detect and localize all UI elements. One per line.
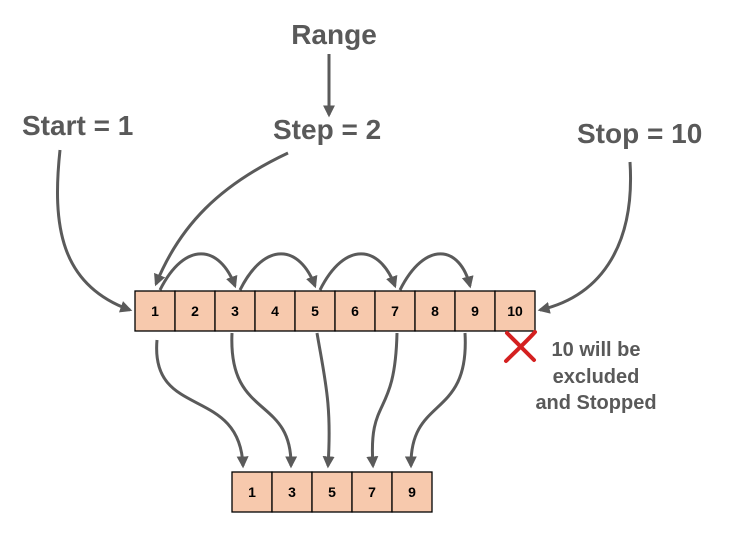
svg-text:1: 1 (151, 303, 159, 319)
svg-text:3: 3 (231, 303, 239, 319)
start-arrow (55, 149, 133, 313)
sequence-cell: 3 (214, 290, 256, 332)
step-arrow (154, 151, 289, 287)
result-arrow-1 (155, 339, 249, 469)
svg-text:10: 10 (507, 303, 523, 319)
result-arrow-5 (315, 332, 335, 469)
result-cell: 1 (231, 471, 273, 513)
result-cell: 7 (351, 471, 393, 513)
start-label: Start = 1 (22, 110, 133, 141)
svg-text:9: 9 (471, 303, 479, 319)
step-label: Step = 2 (273, 114, 381, 145)
sequence-cell: 7 (374, 290, 416, 332)
step-hop-1-3 (158, 252, 238, 291)
result-cell: 3 (271, 471, 313, 513)
result-cell: 9 (391, 471, 433, 513)
sequence-cell: 4 (254, 290, 296, 332)
step-hop-5-7 (318, 252, 398, 291)
step-hop-3-5 (238, 252, 318, 291)
sequence-cell: 5 (294, 290, 336, 332)
svg-text:6: 6 (351, 303, 359, 319)
sequence-cell: 8 (414, 290, 456, 332)
svg-text:1: 1 (248, 484, 256, 500)
result-arrow-7 (366, 332, 399, 469)
exclusion-note-line2: excluded (553, 366, 640, 388)
result-row: 1 3 5 7 9 (231, 471, 433, 513)
svg-text:3: 3 (288, 484, 296, 500)
svg-text:5: 5 (328, 484, 336, 500)
svg-text:8: 8 (431, 303, 439, 319)
exclusion-note-line1: 10 will be (552, 339, 641, 361)
svg-text:4: 4 (271, 303, 279, 319)
sequence-cell: 9 (454, 290, 496, 332)
sequence-cell: 2 (174, 290, 216, 332)
exclusion-note-line3: and Stopped (535, 392, 656, 414)
sequence-cell: 10 (494, 290, 536, 332)
result-cell: 5 (311, 471, 353, 513)
sequence-cell: 1 (134, 290, 176, 332)
svg-text:7: 7 (391, 303, 399, 319)
result-arrow-3 (230, 332, 298, 469)
svg-text:9: 9 (408, 484, 416, 500)
stop-label: Stop = 10 (577, 118, 702, 149)
result-arrow-9 (404, 332, 467, 469)
stop-arrow (537, 161, 633, 314)
sequence-row: 1 2 3 4 5 6 7 8 9 10 (134, 290, 536, 332)
svg-text:5: 5 (311, 303, 319, 319)
range-label: Range (291, 19, 377, 50)
cross-icon (504, 330, 537, 363)
sequence-cell: 6 (334, 290, 376, 332)
svg-text:7: 7 (368, 484, 376, 500)
step-hop-7-9 (398, 252, 474, 291)
svg-text:2: 2 (191, 303, 199, 319)
